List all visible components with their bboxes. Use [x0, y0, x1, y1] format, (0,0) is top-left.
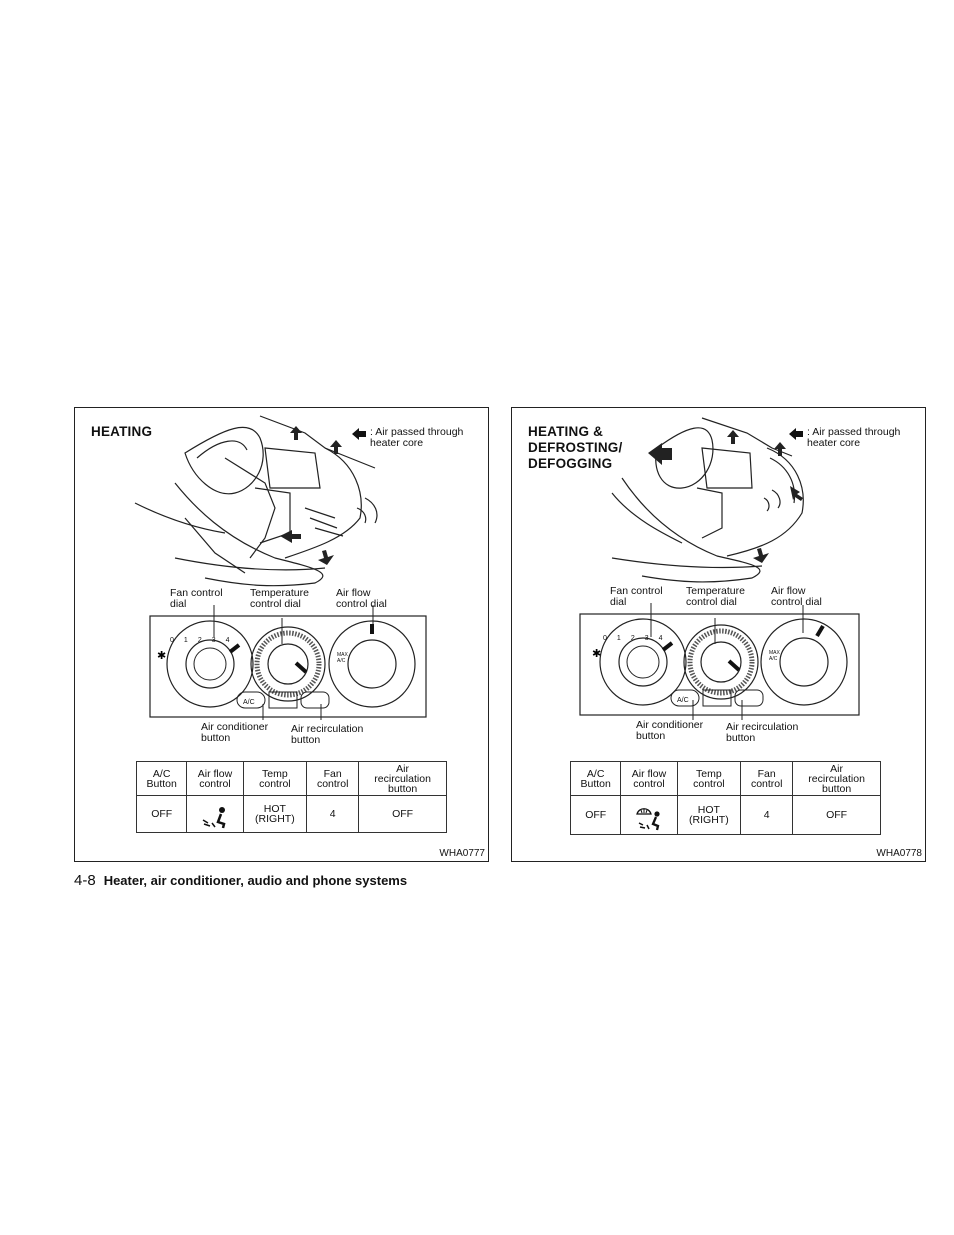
fan-tick-0: 0	[170, 637, 184, 644]
air-flow-control-dial	[760, 618, 848, 706]
fan-control-dial	[166, 620, 254, 708]
header-air-flow: Air flow control	[186, 761, 244, 796]
header-air-flow: Air flow control	[620, 761, 678, 796]
fan-tick-4: 4	[225, 637, 240, 644]
figure-title: HEATING	[91, 424, 153, 439]
section-title: Heater, air conditioner, audio and phone…	[103, 873, 408, 888]
fan-control-dial-label: Fan control dial	[170, 587, 223, 610]
fan-tick-2: 2	[197, 637, 212, 644]
left-arrow-icon	[352, 428, 366, 440]
cell-ac-button: OFF	[569, 795, 622, 835]
cell-fan: 4	[740, 795, 794, 835]
cell-air-flow	[620, 795, 678, 835]
fan-control-dial-label: Fan control dial	[610, 585, 663, 608]
temperature-control-dial	[683, 624, 759, 700]
cell-air-flow	[186, 795, 244, 833]
temperature-control-dial-label: Temperature control dial	[686, 585, 745, 608]
air-flow-control-dial-label: Air flow control dial	[336, 587, 387, 610]
left-arrow-icon	[789, 428, 803, 440]
fan-tick-3: 3	[644, 635, 659, 642]
ac-button-label: A/C	[243, 699, 255, 706]
fan-tick-4: 4	[658, 635, 673, 642]
fan-control-dial	[599, 618, 687, 706]
header-temp: Temp control	[242, 761, 308, 796]
header-recirculation: Air recirculation button	[358, 761, 447, 796]
header-ac-button: A/C Button	[569, 761, 622, 796]
air-recirculation-button-label: Air recirculation button	[726, 721, 799, 744]
fan-tick-1: 1	[616, 635, 631, 642]
foot-vent-icon	[202, 807, 226, 829]
table-row: OFF HOT (RIGHT) 4 OFF	[135, 795, 447, 833]
fan-tick-labels: 01234	[170, 624, 240, 646]
svg-text:✱: ✱	[157, 649, 166, 662]
table-header-row: A/C Button Air flow control Temp control…	[569, 761, 881, 796]
air-conditioner-button-label: Air conditioner button	[636, 719, 704, 742]
figure-code: WHA0777	[439, 848, 485, 859]
header-ac-button: A/C Button	[135, 761, 188, 796]
table-header-row: A/C Button Air flow control Temp control…	[135, 761, 447, 796]
figure-title: HEATING & DEFROSTING/ DEFOGGING	[528, 424, 623, 471]
air-recirculation-button-label: Air recirculation button	[291, 723, 364, 746]
figure-heating: ✱ HEATING : Air passed through heater co…	[74, 407, 489, 862]
cell-fan: 4	[306, 795, 360, 833]
temperature-control-dial	[250, 626, 326, 702]
cell-ac-button: OFF	[135, 795, 188, 833]
table-row: OFF HOT (RIGHT) 4 OFF	[569, 795, 881, 835]
max-ac-label: MAX A/C	[769, 650, 780, 662]
figure-heating-defrosting: ✱ HEATING & DEFROSTING/ DEFOGGING : Air …	[511, 407, 926, 862]
svg-text:✱: ✱	[592, 647, 601, 660]
legend: : Air passed through heater core	[788, 427, 900, 449]
header-temp: Temp control	[676, 761, 742, 796]
cell-temp: HOT (RIGHT)	[676, 795, 742, 835]
air-flow-control-dial	[328, 620, 416, 708]
dashboard-illustration: ✱	[579, 417, 860, 720]
page-footer: 4-8 Heater, air conditioner, audio and p…	[74, 872, 407, 889]
fan-tick-3: 3	[211, 637, 226, 644]
air-conditioner-button-label: Air conditioner button	[201, 721, 269, 744]
settings-table: A/C Button Air flow control Temp control…	[569, 761, 881, 835]
legend-text: : Air passed through heater core	[807, 426, 901, 449]
dashboard-illustration: ✱	[134, 415, 427, 720]
legend: : Air passed through heater core	[351, 427, 463, 449]
ac-button-label: A/C	[677, 697, 689, 704]
header-recirculation: Air recirculation button	[792, 761, 881, 796]
air-flow-control-dial-label: Air flow control dial	[771, 585, 822, 608]
cell-recirculation: OFF	[358, 795, 447, 833]
page-number: 4-8	[74, 872, 96, 889]
fan-tick-2: 2	[630, 635, 645, 642]
max-ac-label: MAX A/C	[337, 652, 348, 664]
fan-tick-0: 0	[603, 635, 617, 642]
settings-table: A/C Button Air flow control Temp control…	[135, 761, 447, 833]
fan-tick-1: 1	[183, 637, 198, 644]
defrost-foot-vent-icon	[636, 808, 660, 831]
cell-recirculation: OFF	[792, 795, 881, 835]
header-fan: Fan control	[740, 761, 794, 796]
temperature-control-dial-label: Temperature control dial	[250, 587, 309, 610]
figure-code: WHA0778	[876, 848, 922, 859]
header-fan: Fan control	[306, 761, 360, 796]
legend-text: : Air passed through heater core	[370, 426, 464, 449]
cell-temp: HOT (RIGHT)	[242, 795, 308, 833]
fan-tick-labels: 01234	[603, 622, 673, 644]
